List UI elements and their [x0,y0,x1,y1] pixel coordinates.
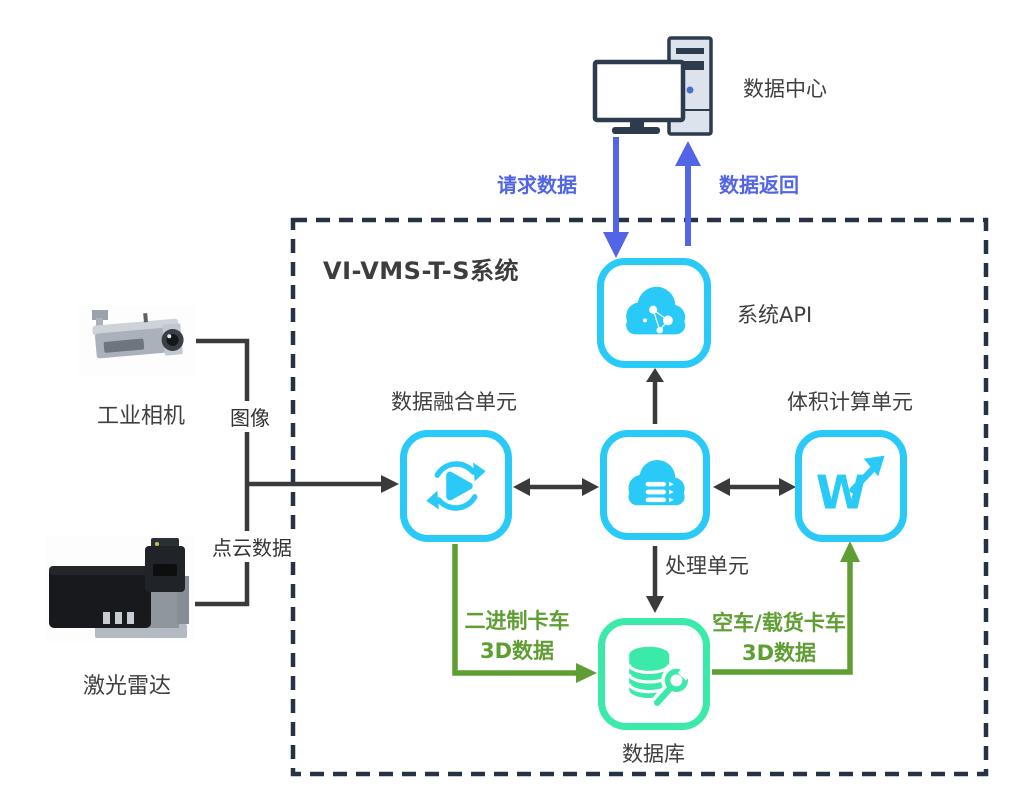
w-trend-arrow-icon: W [816,455,885,519]
lidar-label: 激光雷达 [83,674,172,699]
processing-node [600,430,710,540]
database-node [598,618,710,730]
database-label: 数据库 [622,742,685,766]
cloud-server-icon [628,460,685,506]
fusion-node [400,430,512,542]
cloud-network-icon [626,286,686,335]
request-data-label: 请求数据 [497,173,577,197]
volume-label: 体积计算单元 [787,390,913,414]
svg-text:W: W [816,465,867,519]
data-center-label: 数据中心 [743,77,827,101]
desktop-computer-icon [592,36,713,136]
data-return-label: 数据返回 [719,173,799,197]
sync-play-icon [426,461,486,511]
sensor-input-lines [190,338,399,607]
truck-3d-data-label: 空车/载货卡车 3D数据 [712,611,846,665]
database-wrench-icon [627,646,692,710]
binary-truck-data-arrow [452,544,597,683]
truck-3d-data-arrow [712,541,860,675]
processing-volume-bidirectional-arrow [713,478,796,496]
api-label: 系统API [737,303,813,327]
image-flow-label: 图像 [224,401,276,432]
industrial-camera-photo [78,306,196,376]
processing-to-database-arrow [646,546,664,613]
cctv-camera-icon [92,310,184,359]
fusion-processing-bidirectional-arrow [513,478,599,496]
api-node [597,258,711,368]
lidar-device-icon [49,538,189,638]
system-title: VI-VMS-T-S系统 [323,257,519,285]
volume-node: W [795,430,907,542]
processing-to-api-arrow [646,368,664,424]
binary-truck-data-label: 二进制卡车 3D数据 [464,609,570,663]
system-boundary-box [290,217,989,777]
fusion-label: 数据融合单元 [391,390,517,414]
data-return-arrow [675,141,701,246]
point-cloud-flow-label: 点云数据 [206,531,298,562]
request-data-arrow [603,137,629,258]
camera-label: 工业相机 [97,404,186,429]
lidar-photo [45,536,195,642]
processing-label: 处理单元 [665,554,749,578]
